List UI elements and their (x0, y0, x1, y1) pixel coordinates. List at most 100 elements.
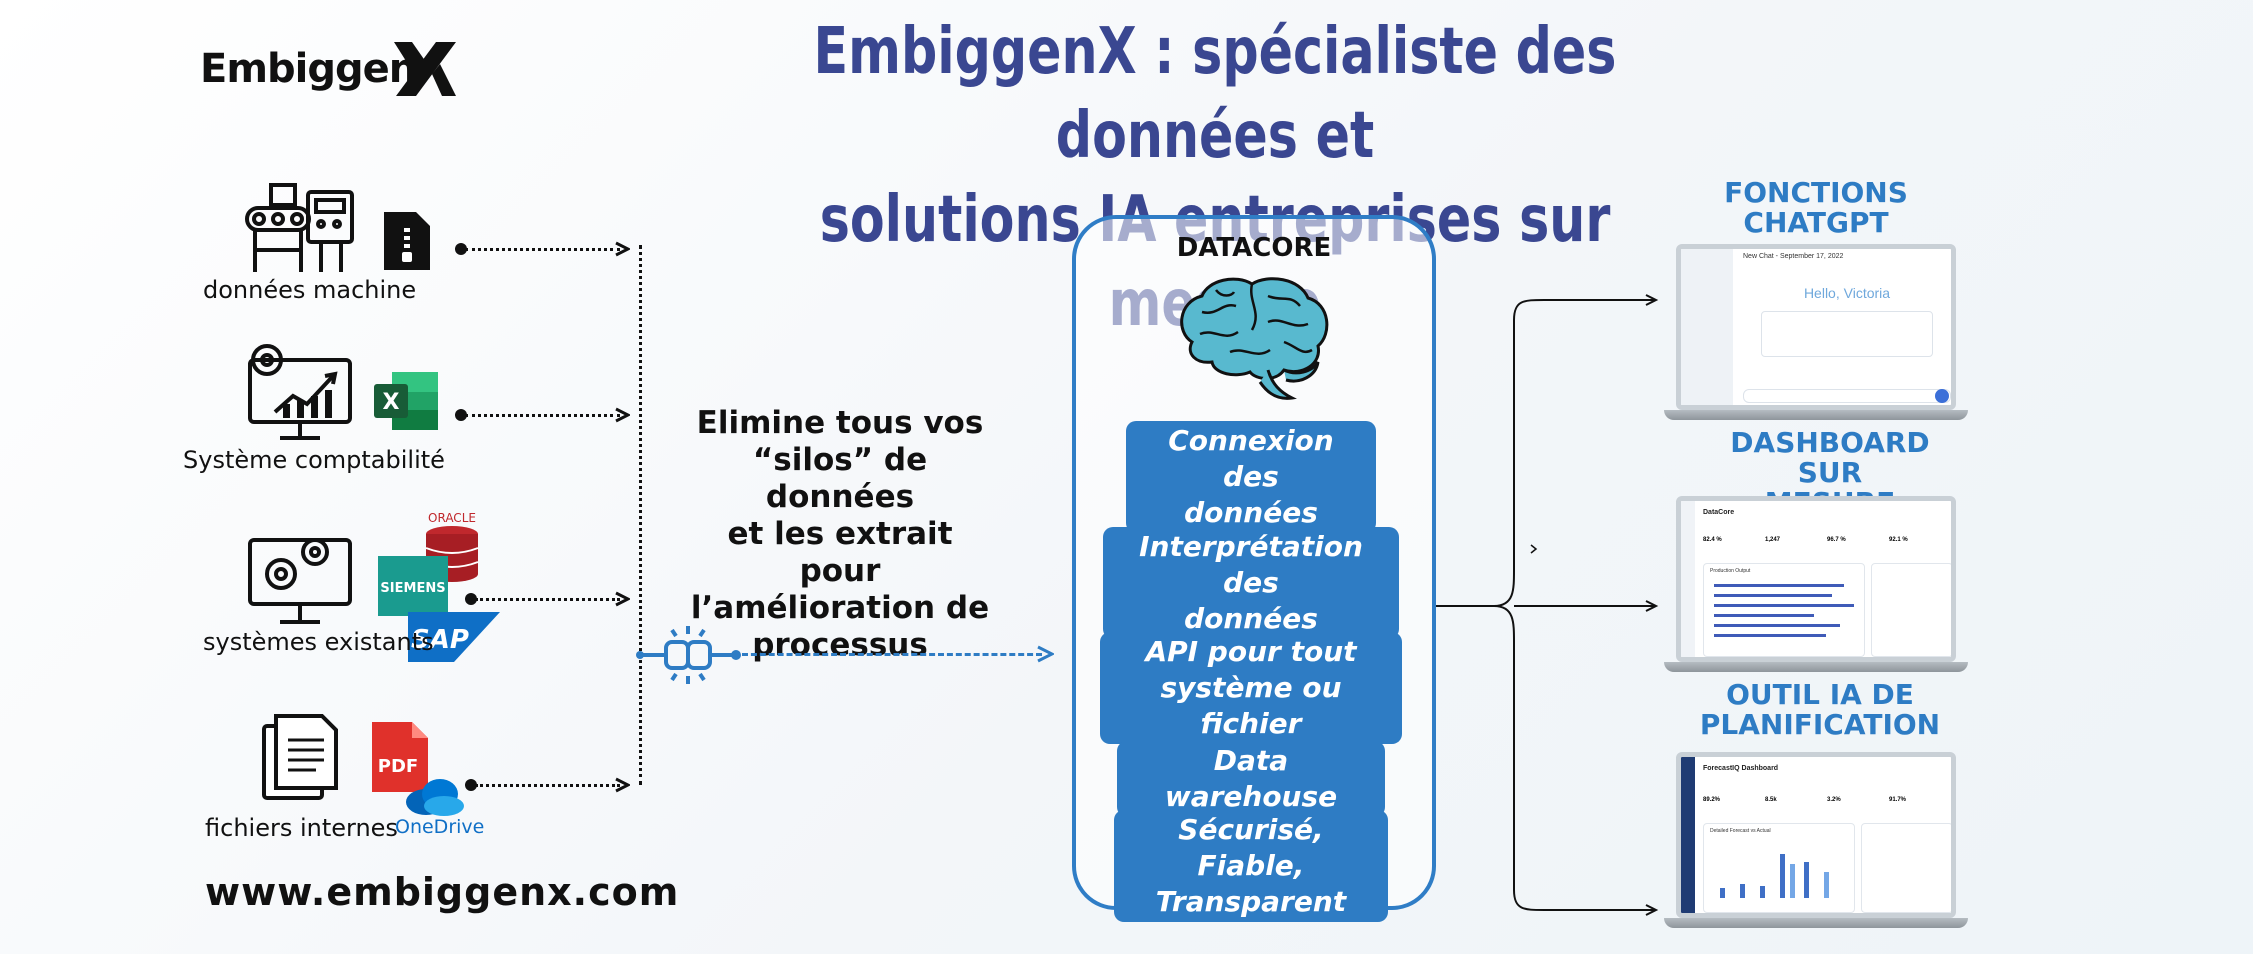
chat-input (1743, 389, 1951, 403)
pdf-icon: PDF (372, 722, 428, 792)
feature-text: Connexion des (1168, 424, 1334, 493)
source-label-machine: données machine (203, 276, 417, 304)
plug-connector-icon (636, 626, 741, 684)
dash-bar (1714, 614, 1814, 617)
dash-bar (1714, 594, 1832, 597)
pdf-text: PDF (378, 756, 418, 777)
laptop-screen: DataCore 82.4 % 1,247 96.7 % 92.1 % Prod… (1676, 496, 1956, 662)
sap-logo: SAP (408, 612, 500, 662)
plan-bar (1720, 888, 1725, 898)
silos-line: et les extrait pour (727, 516, 953, 589)
sap-text: SAP (411, 625, 469, 655)
dash-alerts (1871, 563, 1951, 657)
feature-pill-data-interpretation: Interprétation des données (1103, 527, 1399, 639)
laptop-dashboard: DataCore 82.4 % 1,247 96.7 % 92.1 % Prod… (1664, 496, 1968, 672)
connector-dot (465, 593, 477, 605)
output-brace-connector (1436, 294, 1659, 916)
website-link[interactable]: www.embiggenx.com (205, 870, 680, 914)
connector-dot (455, 243, 467, 255)
plan-sidebar (1681, 757, 1695, 913)
documents-icon (262, 714, 338, 800)
logo-text: Embiggen (200, 46, 417, 92)
dash-panel-title: Production Output (1710, 568, 1751, 574)
feature-pill-data-warehouse: Data warehouse (1117, 741, 1385, 817)
feature-text: Sécurisé, Fiable, (1178, 813, 1324, 882)
output-title-planning: OUTIL IA DE PLANIFICATION (1660, 680, 1980, 740)
silos-line: processus (752, 627, 928, 663)
siemens-logo: SIEMENS (378, 556, 448, 616)
laptop-base (1664, 918, 1968, 928)
connector-dot (465, 779, 477, 791)
feature-text: données (1184, 496, 1318, 529)
laptop-base (1664, 662, 1968, 672)
dash-sidebar (1681, 501, 1695, 657)
dash-kpi: 92.1 % (1889, 537, 1908, 543)
arrow-head-icon (615, 241, 630, 257)
source-label-accounting: Système comptabilité (183, 446, 445, 474)
siemens-text: SIEMENS (380, 581, 445, 596)
feature-text: système ou fichier (1160, 671, 1342, 740)
plan-kpi: 3.2% (1827, 797, 1841, 803)
onedrive-icon (406, 779, 464, 816)
arrow-head-icon (1037, 645, 1054, 663)
logo-x-mark (394, 42, 456, 96)
monitor-gears-icon (248, 538, 352, 624)
silos-line: l’amélioration de (690, 590, 990, 626)
laptop-screen: ForecastIQ Dashboard 89.2% 8.5k 3.2% 91.… (1676, 752, 1956, 918)
silos-line: Elimine tous vos (696, 405, 984, 441)
plan-bar (1760, 886, 1765, 898)
output-title-line: FONCTIONS (1724, 176, 1908, 209)
feature-pill-data-connection: Connexion des données (1126, 421, 1376, 533)
plan-app-name: ForecastIQ Dashboard (1703, 765, 1779, 772)
source-label-existing-systems: systèmes existants (203, 628, 434, 656)
excel-icon: X (374, 372, 438, 430)
svg-text:X: X (383, 390, 400, 415)
zip-file-icon (384, 212, 430, 270)
feature-pill-secure: Sécurisé, Fiable, Transparent (1114, 810, 1388, 922)
chat-greeting: Hello, Victoria (1803, 285, 1891, 301)
plan-side-panel (1861, 823, 1951, 913)
oracle-database-icon: ORACLE (425, 511, 479, 582)
silos-line: “silos” de données (752, 442, 928, 515)
arrow-head-icon (615, 407, 630, 423)
dash-bar (1714, 584, 1844, 587)
arrow-head-icon (615, 591, 630, 607)
datacore-title: DATACORE (1176, 233, 1332, 263)
monitor-chart-gear-icon (248, 344, 352, 440)
dash-kpi: 82.4 % (1703, 537, 1722, 543)
feature-text: données (1184, 602, 1318, 635)
feature-text: API pour tout (1145, 635, 1357, 668)
plan-kpi: 8.5k (1765, 797, 1777, 803)
dash-kpi: 1,247 (1765, 537, 1781, 543)
arrow-head-icon (615, 777, 630, 793)
output-title-line: CHATGPT (1743, 206, 1889, 239)
connector-dot (455, 409, 467, 421)
plan-bar (1780, 854, 1785, 898)
connector-line (465, 248, 620, 251)
output-title-line: PLANIFICATION (1699, 708, 1941, 741)
dashed-arrow-line (742, 653, 1042, 656)
embiggen-logo: Embiggen (200, 40, 470, 98)
small-arrow-icon (1530, 544, 1538, 554)
conveyor-machine-icon (245, 183, 354, 272)
feature-text: Interprétation des (1139, 530, 1363, 599)
laptop-screen: New Chat - September 17, 2022 Hello, Vic… (1676, 244, 1956, 410)
dash-app-name: DataCore (1703, 509, 1735, 516)
chat-header: New Chat - September 17, 2022 (1743, 253, 1844, 260)
output-title-chatgpt: FONCTIONS CHATGPT (1656, 178, 1976, 238)
plan-kpi: 91.7% (1889, 797, 1907, 803)
plan-bar (1790, 864, 1795, 898)
dash-bar (1714, 604, 1854, 607)
source-label-internal-files: fichiers internes (205, 814, 398, 842)
plan-chart-panel: Detailed Forecast vs Actual (1703, 823, 1855, 913)
laptop-planning: ForecastIQ Dashboard 89.2% 8.5k 3.2% 91.… (1664, 752, 1968, 928)
laptop-chatgpt: New Chat - September 17, 2022 Hello, Vic… (1664, 244, 1968, 420)
output-title-line: OUTIL IA DE (1726, 678, 1914, 711)
send-icon (1935, 389, 1949, 403)
plan-bar (1824, 872, 1829, 898)
oracle-text: ORACLE (428, 511, 476, 525)
plan-panel-title: Detailed Forecast vs Actual (1710, 828, 1771, 834)
chat-suggestions (1761, 311, 1933, 357)
plan-kpi: 89.2% (1703, 797, 1721, 803)
brain-icon (1180, 277, 1329, 400)
